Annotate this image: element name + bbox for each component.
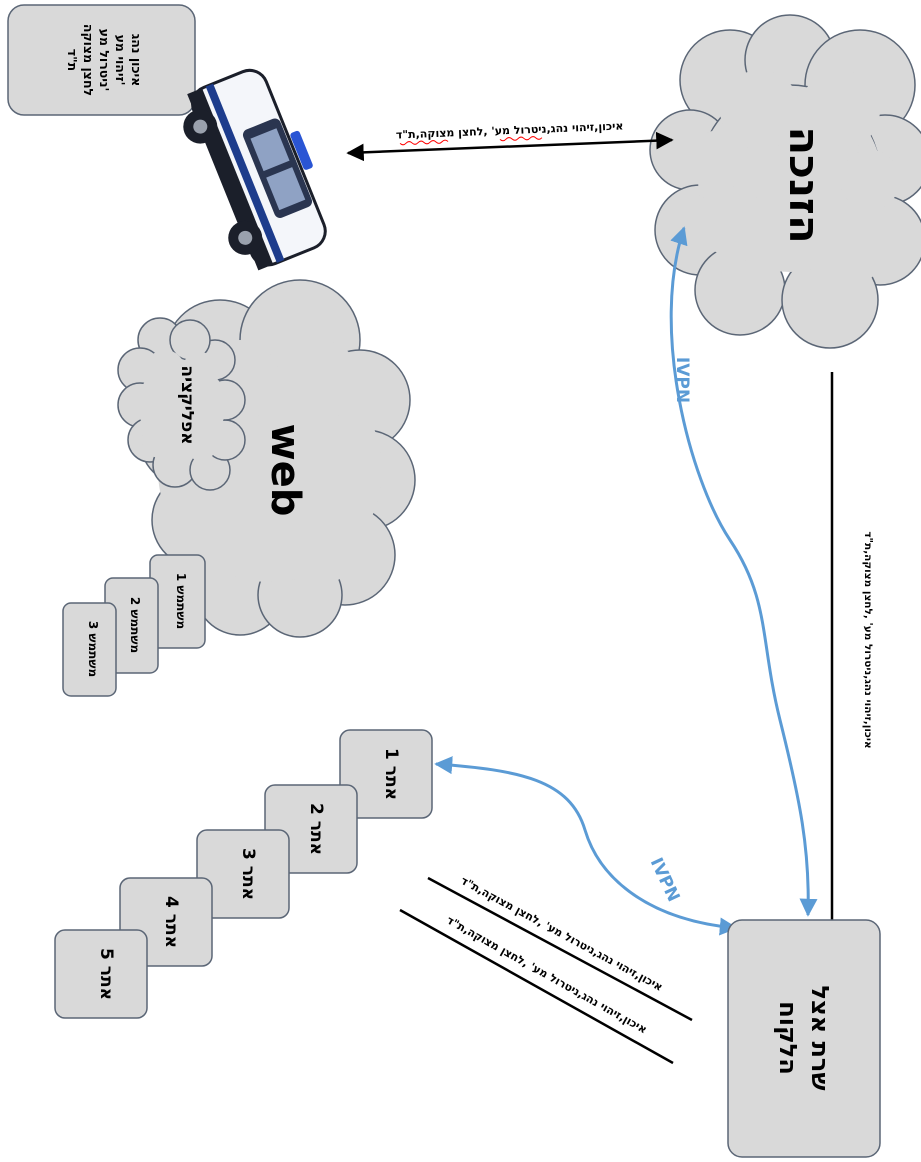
web-cloud-label: web: [262, 424, 308, 517]
site-label-2: אתר 2: [306, 803, 326, 855]
user-label-3: משתמש 3: [86, 621, 100, 677]
vehicle-line-5: ת"ד: [65, 49, 80, 71]
server-sites-line-2: [399, 908, 674, 1065]
user-box-3: משתמש 3: [62, 602, 117, 697]
vehicle-line-1: איכון נהג: [129, 34, 144, 87]
car-cloud-arrow: [346, 131, 674, 162]
vehicle-info-box: איכון נהג זיהוי מע' ניטרול מע' לחצן מצוק…: [7, 4, 196, 116]
car-cloud-arrow-label: איכון,זיהוי נהג,ניטרול מע' ,לחצן מצוקה,ת…: [396, 119, 624, 141]
site-label-1: אתר 1: [381, 748, 401, 800]
server-sites-line-1: [427, 876, 693, 1022]
cloud-server-line-label: איכון,זיהוי נהג,ניטרול מע' ,לחצן מצוקה,ת…: [862, 531, 874, 748]
main-cloud: הזנכה: [649, 14, 921, 349]
user-label-1: משתמש 1: [174, 573, 188, 629]
site-label-4: אתר 4: [161, 896, 181, 948]
site-box-3[interactable]: אתר 3: [196, 829, 290, 919]
client-server-line-1: שרת אצל: [806, 985, 834, 1090]
vehicle-line-3: ניטרול מע': [97, 29, 112, 92]
ivpn-label-1: IVPN: [672, 357, 692, 403]
user-box-1: משתמש 1: [149, 554, 206, 649]
site-label-5: אתר 5: [96, 948, 116, 1000]
user-box-2: משתמש 2: [104, 577, 159, 674]
ivpn-label-2: IVPN: [646, 855, 684, 905]
police-car-image: [183, 68, 327, 271]
vehicle-line-2: זיהוי מע': [113, 35, 128, 86]
app-cloud: אפליקציה: [117, 317, 246, 491]
site-label-3: אתר 3: [238, 848, 258, 900]
main-cloud-label: הזנכה: [780, 126, 829, 243]
site-box-5[interactable]: אתר 5: [54, 929, 148, 1019]
vehicle-line-4: לחצן מצוקה: [81, 24, 96, 96]
client-server-line-2: הלקוח: [774, 1001, 802, 1074]
site-box-1[interactable]: אתר 1: [339, 729, 433, 819]
ivpn-link-server-site: [434, 756, 738, 936]
client-server-box[interactable]: שרת אצל הלקוח: [727, 919, 881, 1158]
app-cloud-label: אפליקציה: [177, 365, 197, 444]
user-label-2: משתמש 2: [128, 597, 142, 653]
ivpn-link-cloud-server: [669, 226, 818, 917]
